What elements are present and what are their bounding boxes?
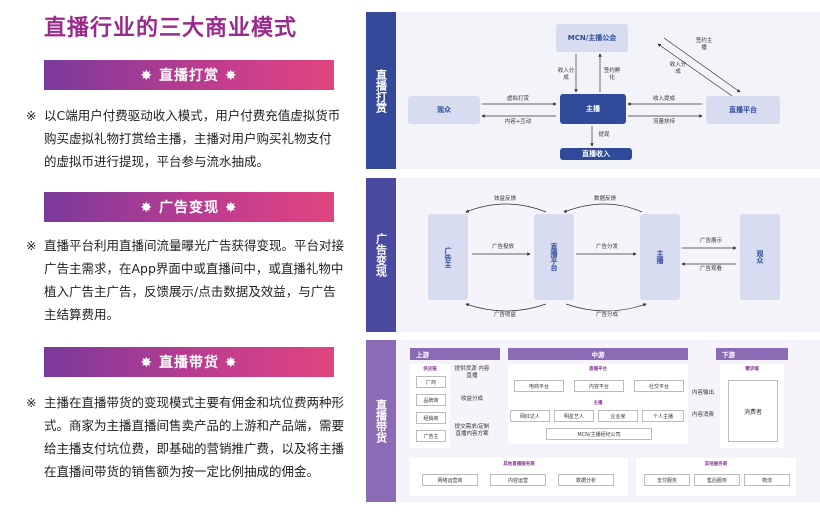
- section-text-tipping: ※ 以C端用户付费驱动收入模式，用户付费充值虚拟货币购买虚拟礼物打赏给主播，主播…: [26, 104, 344, 173]
- supply-item: 厂商: [416, 376, 446, 388]
- anchor-item: 个人主播: [642, 410, 684, 422]
- platform-node: 直播平台: [706, 96, 780, 124]
- mcn-node: MCN/主播公会: [556, 24, 628, 52]
- consumer-item: 消费者: [728, 380, 778, 442]
- edge-label: 广告分成: [595, 312, 618, 318]
- ads-arrows: [465, 203, 737, 312]
- edge-label: 数据反馈: [593, 196, 616, 202]
- panel-label-tipping: 直播打赏: [366, 12, 396, 169]
- supply-item: 经销商: [416, 412, 446, 424]
- panel-ecommerce: 上游 中游 下游 供应链 厂商 品牌商 经销商 广告主 提供货源 内容直播 收益…: [396, 340, 820, 502]
- section-body: 直播平台利用直播间流量曝光广告获得变现。平台对接广告主需求，在App界面中或直播…: [44, 238, 345, 322]
- edge-label: 虚拟打赏: [506, 96, 529, 102]
- demand-title: 需求端: [745, 367, 759, 372]
- panel-tipping: MCN/主播公会 观众 主播 直播平台 直播收入 收入分成 签约孵化 签约主播 …: [396, 12, 820, 169]
- anchor-item: 企业家: [598, 410, 638, 422]
- left-column: 直播行业的三大商业模式 ✸ 直播打赏 ✸ ※ 以C端用户付费驱动收入模式，用户付…: [0, 0, 350, 515]
- edge-label: 签约孵化: [603, 68, 621, 81]
- advertiser-node: 广告主: [428, 214, 468, 300]
- supply-item: 广告主: [416, 430, 446, 442]
- flow-label: 内容输出: [691, 390, 714, 396]
- platform-item: 内容平台: [574, 380, 624, 392]
- flow-label: 提供货源 内容直播: [454, 366, 490, 379]
- supply-item: 品牌商: [416, 394, 446, 406]
- income-node: 直播收入: [560, 148, 632, 160]
- upstream-header: 上游: [410, 348, 500, 360]
- edge-label: 流量扶持: [652, 119, 675, 125]
- ad-anchor-node: 主播: [640, 214, 680, 300]
- section-body: 主播在直播带货的变现模式主要有佣金和坑位费两种形式。商家为主播直播间售卖产品的上…: [44, 395, 345, 479]
- service-right-title: 其他服务商: [704, 462, 728, 467]
- section-title-ads: ✸ 广告变现 ✸: [44, 192, 334, 222]
- supply-title: 供应链: [423, 367, 437, 372]
- panel-label-ecommerce: 直播带货: [366, 340, 396, 502]
- section-title-tipping: ✸ 直播打赏 ✸: [44, 60, 334, 90]
- flow-label: 收益分成: [460, 396, 483, 402]
- service-item: 内容运营: [490, 474, 546, 486]
- section-text-ecommerce: ※ 主播在直播带货的变现模式主要有佣金和坑位费两种形式。商家为主播直播间售卖产品…: [26, 391, 344, 483]
- panel-ads: 广告主 直播平台 主播 观众 效益反馈 数据反馈 广告投放 广告分发 广告展示 …: [396, 178, 820, 332]
- edge-label: 收入提成: [652, 96, 675, 102]
- platform-title: 直播平台: [589, 367, 607, 372]
- section-text-ads: ※ 直播平台利用直播间流量曝光广告获得变现。平台对接广告主需求，在App界面中或…: [26, 234, 344, 326]
- note-mark: ※: [26, 395, 37, 410]
- edge-label: 提现: [598, 132, 610, 138]
- flow-label: 提交需求/定制直播内容方案: [454, 424, 490, 437]
- edge-label: 收入分成: [557, 68, 575, 81]
- service-item: 数据分析: [558, 474, 614, 486]
- service-item: 物流: [744, 474, 790, 486]
- section-title-ecommerce: ✸ 直播带货 ✸: [44, 347, 334, 377]
- platform-item: 社交平台: [634, 380, 684, 392]
- mcn-item: MCN/主播经纪公司: [546, 428, 652, 440]
- page-title: 直播行业的三大商业模式: [44, 16, 298, 41]
- edge-label: 广告展示: [699, 238, 722, 244]
- midstream-header: 中游: [508, 348, 688, 360]
- anchor-title: 主播: [593, 401, 603, 406]
- audience-node: 观众: [740, 214, 780, 300]
- edge-label: 广告收益: [493, 312, 516, 318]
- edge-label: 广告分发: [595, 244, 618, 250]
- anchor-node: 主播: [560, 94, 626, 124]
- edge-label: 收入分成: [669, 62, 687, 75]
- service-item: 网络运营商: [422, 474, 478, 486]
- edge-label: 广告观看: [699, 266, 722, 272]
- tipping-arrows: [481, 37, 741, 147]
- edge-label: 签约主播: [695, 38, 713, 51]
- platform-item: 电商平台: [514, 380, 564, 392]
- viewer-node: 观众: [408, 96, 480, 124]
- note-mark: ※: [26, 238, 37, 253]
- edge-label: 效益反馈: [493, 196, 516, 202]
- service-item: 售后服务: [694, 474, 740, 486]
- edge-label: 内容+互动: [504, 119, 532, 125]
- note-mark: ※: [26, 108, 37, 123]
- section-body: 以C端用户付费驱动收入模式，用户付费充值虚拟货币购买虚拟礼物打赏给主播，主播对用…: [44, 108, 341, 169]
- service-left-title: 其他直播服务商: [503, 462, 535, 467]
- flow-label: 内容消费: [691, 412, 714, 418]
- anchor-item: 网红达人: [510, 410, 550, 422]
- anchor-item: 明星艺人: [554, 410, 594, 422]
- service-item: 支付服务: [644, 474, 690, 486]
- panel-label-ads: 广告变现: [366, 178, 396, 332]
- downstream-header: 下游: [716, 348, 788, 360]
- edge-label: 广告投放: [491, 244, 514, 250]
- ad-platform-node: 直播平台: [534, 214, 574, 300]
